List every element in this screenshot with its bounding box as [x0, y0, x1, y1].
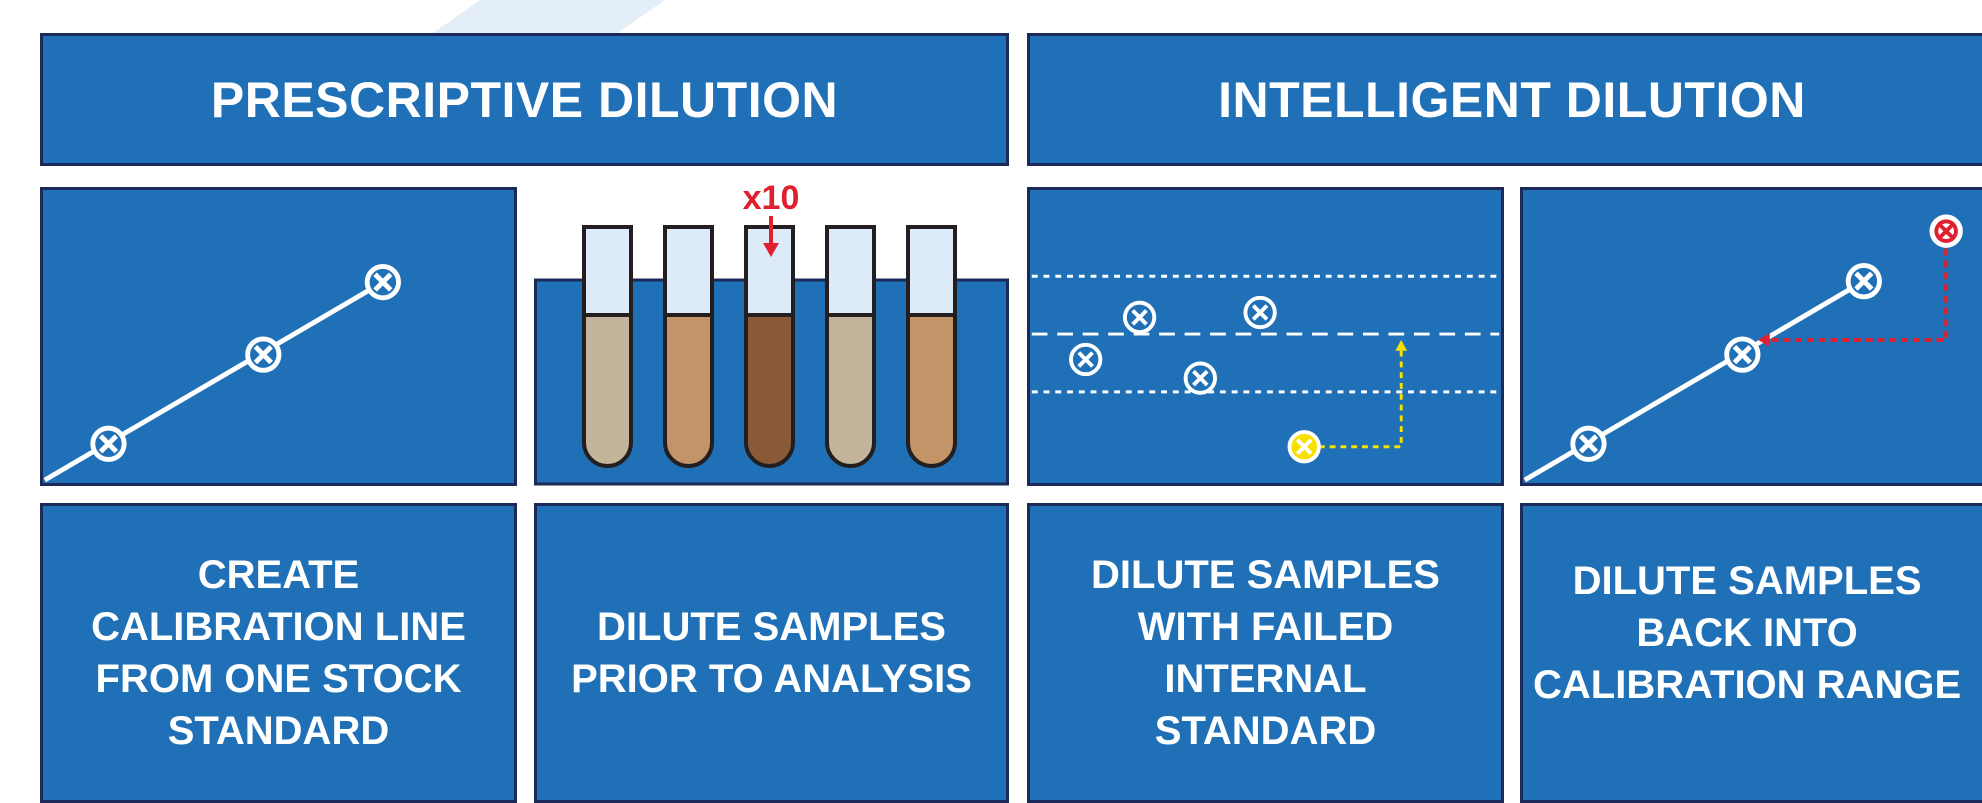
tube-outline — [582, 225, 633, 468]
yellow-arrowhead-icon — [1395, 339, 1408, 351]
sample-point-3-icon — [1183, 361, 1217, 395]
caption-dilute-prior-text: DILUTE SAMPLES PRIOR TO ANALYSIS — [571, 605, 972, 701]
tube-liquid — [827, 315, 874, 466]
tube-liquid — [584, 315, 631, 466]
correction-path-yellow — [1308, 348, 1403, 449]
caption-create-calibration: CREATE CALIBRATION LINE FROM ONE STOCK S… — [40, 503, 517, 803]
test-tubes-graphic: x10 — [534, 183, 1009, 486]
internal-standard-panel — [1027, 187, 1504, 486]
range-point-1-icon — [1570, 425, 1607, 462]
caption-dilute-prior: DILUTE SAMPLES PRIOR TO ANALYSIS — [534, 503, 1009, 803]
test-tube-4 — [825, 225, 876, 468]
header-intelligent-title: INTELLIGENT DILUTION — [1218, 71, 1806, 128]
out-of-range-sample-icon — [1929, 214, 1963, 248]
tube-liquid — [908, 315, 955, 466]
sample-point-2-icon — [1122, 300, 1157, 335]
tube-outline — [906, 225, 957, 468]
test-tube-5 — [906, 225, 957, 468]
tube-outline — [663, 225, 714, 468]
range-point-3-icon — [1845, 263, 1882, 300]
test-tube-3 — [744, 225, 795, 468]
tube-headspace — [827, 227, 874, 315]
down-arrow-icon — [763, 216, 779, 257]
range-point-2-icon — [1724, 336, 1761, 373]
test-tube-2 — [663, 225, 714, 468]
caption-dilute-failed-internal-standard: DILUTE SAMPLES WITH FAILED INTERNAL STAN… — [1027, 503, 1504, 803]
calibration-point-3-icon — [364, 263, 401, 301]
caption-dilute-failed-internal-standard-text: DILUTE SAMPLES WITH FAILED INTERNAL STAN… — [1091, 553, 1440, 753]
test-tube-1 — [582, 225, 633, 468]
calibration-point-1-icon — [90, 425, 127, 462]
header-prescriptive-title: PRESCRIPTIVE DILUTION — [210, 71, 839, 128]
background-stripe — [430, 0, 665, 35]
calibration-line-panel — [40, 187, 517, 486]
header-intelligent-dilution: INTELLIGENT DILUTION — [1027, 33, 1982, 166]
caption-dilute-back-into-range-text: DILUTE SAMPLES BACK INTO CALIBRATION RAN… — [1533, 559, 1962, 707]
caption-create-calibration-text: CREATE CALIBRATION LINE FROM ONE STOCK S… — [91, 553, 466, 753]
internal-standard-graphic — [1031, 274, 1500, 464]
caption-dilute-back-into-range: DILUTE SAMPLES BACK INTO CALIBRATION RAN… — [1520, 503, 1982, 803]
tube-headspace — [584, 227, 631, 315]
tube-outline — [744, 225, 795, 468]
tubes-panel: x10 — [534, 183, 1009, 486]
calibration-range-graphic — [1523, 214, 1963, 483]
failed-sample-yellow-icon — [1287, 430, 1321, 464]
tube-headspace — [908, 227, 955, 315]
calibration-point-2-icon — [245, 336, 282, 373]
dilution-multiplier-label: x10 — [743, 183, 800, 217]
calibration-range-panel — [1520, 187, 1982, 486]
tube-headspace — [665, 227, 712, 315]
header-prescriptive-dilution: PRESCRIPTIVE DILUTION — [40, 33, 1009, 166]
calibration-line-graphic — [43, 263, 401, 483]
tube-liquid — [665, 315, 712, 466]
sample-point-4-icon — [1243, 295, 1277, 330]
tube-liquid — [746, 315, 793, 466]
sample-point-1-icon — [1069, 342, 1103, 377]
red-arrowhead-icon — [1758, 333, 1770, 347]
tube-outline — [825, 225, 876, 468]
